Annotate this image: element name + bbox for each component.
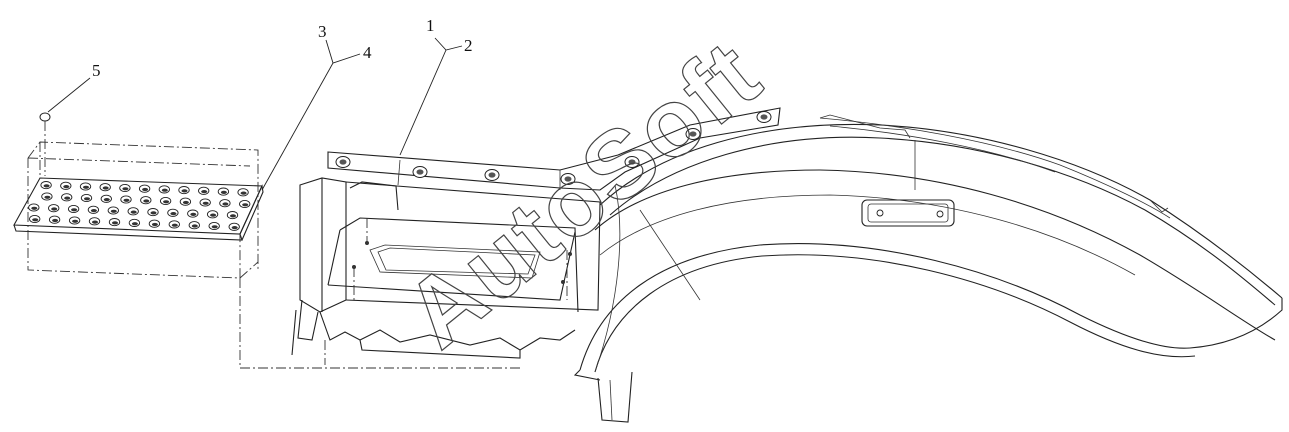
callout-4: 4 — [363, 43, 372, 62]
mounting-strip — [327, 107, 781, 191]
bolt-5 — [39, 112, 51, 176]
plate-hole-shadow — [102, 186, 109, 190]
plate-hole-shadow — [150, 211, 157, 215]
callout-3: 3 — [318, 22, 327, 41]
plate-hole-shadow — [52, 218, 59, 223]
strip-bolts — [335, 111, 772, 185]
plate-hole-shadow — [163, 200, 170, 204]
fender — [573, 114, 1283, 423]
plate-hole-shadow — [242, 203, 249, 207]
plate-hole-shadow — [170, 212, 177, 216]
plate-hole-shadow — [110, 209, 117, 213]
plate-hole-shadow — [92, 220, 98, 224]
step-plate — [13, 177, 264, 241]
plate-hole-shadow — [211, 225, 218, 229]
strip-bolt-center — [564, 176, 572, 182]
plate-hole-shadow — [142, 187, 149, 192]
plate-hole-shadow — [231, 226, 238, 230]
plate-hole-shadow — [220, 190, 227, 194]
strip-bolt-center — [416, 169, 424, 175]
plate-hole-shadow — [130, 210, 137, 214]
callout-1: 1 — [426, 16, 435, 35]
plate-hole-shadow — [64, 196, 71, 200]
plate-hole-shadow — [90, 209, 97, 213]
callout-2: 2 — [464, 36, 473, 55]
phantom-box — [27, 141, 520, 369]
plate-hole-shadow — [43, 184, 50, 188]
plate-hole-shadow — [191, 224, 198, 228]
strip-bolt-center — [628, 159, 636, 165]
nameplate — [861, 199, 955, 227]
leader-lines — [47, 37, 463, 191]
plate-hole-shadow — [210, 213, 217, 217]
plate-hole-shadow — [143, 199, 150, 203]
plate-hole-shadow — [63, 185, 70, 189]
plate-hole-shadow — [202, 201, 209, 205]
plate-hole-shadow — [122, 187, 129, 191]
plate-hole-shadow — [161, 188, 168, 192]
plate-hole-shadow — [201, 190, 208, 194]
plate-hole-shadow — [112, 221, 118, 225]
plate-hole-shadow — [230, 214, 236, 218]
plate-hole-shadow — [103, 198, 110, 202]
strip-bolt-center — [689, 131, 697, 137]
plate-hole-shadow — [72, 219, 79, 223]
plate-hole-shadow — [123, 198, 130, 202]
plate-hole-shadow — [131, 222, 138, 226]
plate-hole-shadow — [171, 223, 178, 227]
plate-hole-shadow — [71, 208, 78, 212]
plate-hole-shadow — [240, 191, 247, 195]
plate-hole-shadow — [84, 197, 90, 201]
plate-hole-shadow — [182, 200, 189, 205]
plate-hole-shadow — [181, 189, 188, 193]
plate-hole-shadow — [31, 206, 38, 210]
plate-hole-shadow — [151, 222, 158, 227]
plate-hole-shadow — [222, 202, 229, 206]
step-bracket — [291, 177, 601, 359]
strip-bolt-center — [339, 159, 347, 165]
plate-hole-shadow — [32, 218, 39, 222]
plate-hole-shadow — [190, 212, 197, 216]
plate-hole-shadow — [51, 207, 58, 211]
callout-5: 5 — [92, 61, 101, 80]
plate-holes — [28, 181, 251, 231]
strip-bolt-center — [760, 114, 768, 120]
plate-hole-shadow — [83, 185, 89, 189]
plate-hole-shadow — [44, 195, 51, 199]
strip-bolt-center — [488, 172, 496, 178]
